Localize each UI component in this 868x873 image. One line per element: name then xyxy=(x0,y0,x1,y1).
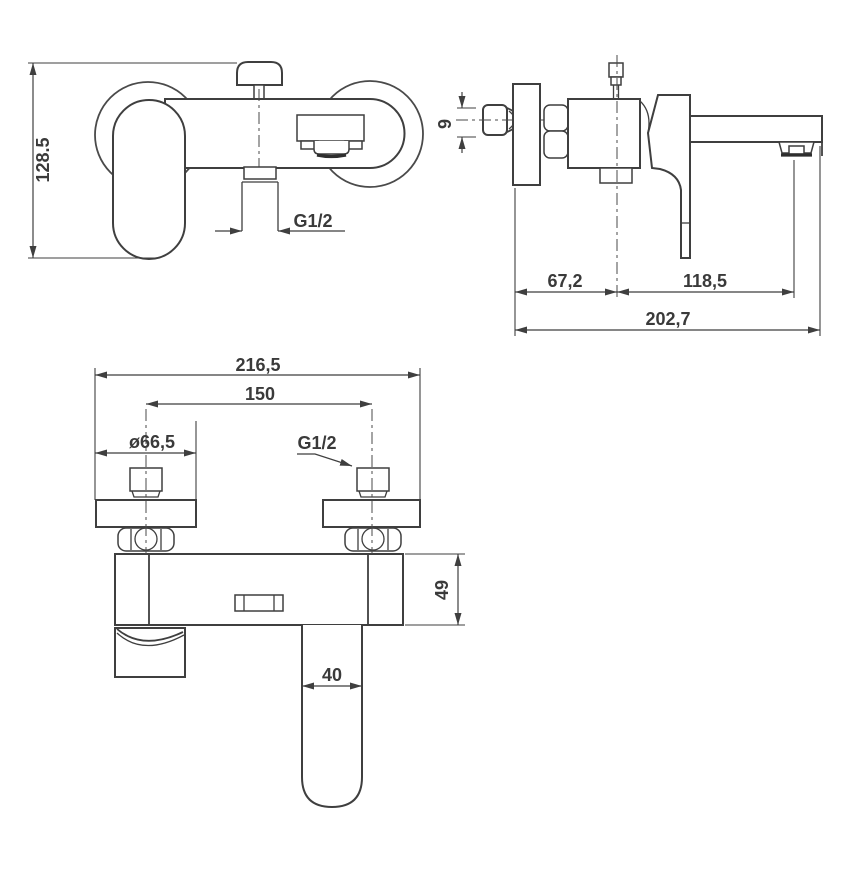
inlet-centerlines xyxy=(145,409,373,554)
right-hex-nut xyxy=(344,527,402,552)
bottom-view: 216,5 150 ø66,5 G1/2 49 40 xyxy=(94,355,465,809)
front-view: 128.5 G1/2 xyxy=(28,61,424,260)
dim-inlet-spacing: 150 xyxy=(245,384,275,404)
wall-flange-side xyxy=(512,83,541,186)
hex-nut-upper xyxy=(543,104,569,132)
aerator-inner-rect xyxy=(788,145,805,155)
dim-wall-to-axis: 67,2 xyxy=(547,271,582,291)
dim-overall-depth: 202,7 xyxy=(645,309,690,329)
handle-wedge-line xyxy=(647,94,659,134)
lever-handle-front xyxy=(112,99,186,260)
dim-hose-offset: 9 xyxy=(435,119,455,129)
height-extension-lines xyxy=(28,62,237,259)
diverter-bottom xyxy=(234,594,284,612)
aerator-cup-front xyxy=(313,141,350,155)
body-end-lines xyxy=(148,554,369,625)
outlet-pipe-front xyxy=(241,182,279,231)
outlet-collar-front xyxy=(243,166,277,180)
outlet-collar-side xyxy=(599,167,633,184)
left-hex-nut-facets xyxy=(130,529,162,550)
dim-handle-width: 40 xyxy=(322,665,342,685)
overall-width-extension-lines xyxy=(94,368,421,500)
lever-handle-bottom xyxy=(301,625,363,809)
mixer-body-bottom xyxy=(114,553,404,626)
dim-overall-width: 216,5 xyxy=(235,355,280,375)
aerator-edge-front xyxy=(316,153,347,159)
inlet-thread-leader xyxy=(297,453,353,467)
spout-front-face xyxy=(296,114,365,142)
spout-curve-inner xyxy=(116,632,185,647)
label-inlet-thread: G1/2 xyxy=(297,433,336,453)
diverter-bottom-facets xyxy=(243,595,275,611)
dim-front-height: 128.5 xyxy=(33,137,53,182)
lever-handle-side xyxy=(646,94,691,259)
diverter-screw-neck xyxy=(610,76,622,86)
right-inlet-taper xyxy=(358,490,388,498)
dim-flange-diameter: ø66,5 xyxy=(129,432,175,452)
right-hex-nut-facets xyxy=(357,529,389,550)
valve-body-side xyxy=(567,98,641,169)
right-hex-nut-bore xyxy=(361,527,385,551)
label-front-outlet-thread: G1/2 xyxy=(293,211,332,231)
spout-curve-outer xyxy=(116,628,184,642)
hose-dim-extension-lines xyxy=(457,107,476,138)
dim-axis-to-spout: 118,5 xyxy=(683,271,727,291)
right-inlet-nipple xyxy=(356,467,390,492)
depth-extension-lines xyxy=(514,146,821,336)
diverter-screw-stem xyxy=(612,85,620,99)
diverter-knob xyxy=(236,61,283,86)
dim-body-height: 49 xyxy=(432,580,452,600)
side-view: 9 67,2 118,5 202,7 xyxy=(435,55,823,336)
diverter-screw-head xyxy=(608,62,624,78)
cartridge-arc xyxy=(639,100,650,134)
spout-side xyxy=(689,115,823,143)
hex-nut-lower xyxy=(543,130,569,159)
mixer-body-front xyxy=(164,98,406,169)
